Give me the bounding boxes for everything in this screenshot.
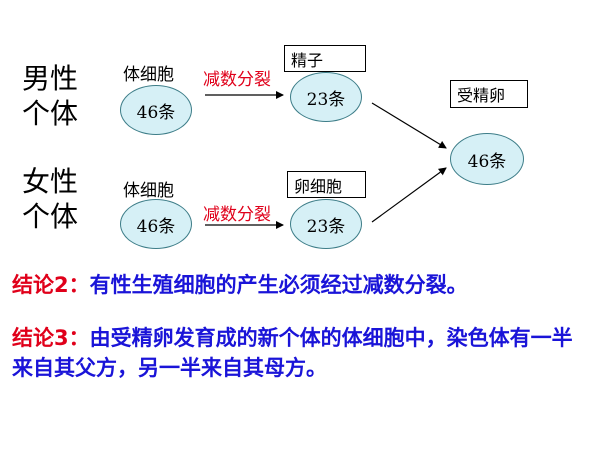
female-somatic-count: 46条 xyxy=(136,216,176,237)
conclusion-2: 结论2：有性生殖细胞的产生必须经过减数分裂。 xyxy=(12,270,592,300)
female-gamete-count: 23条 xyxy=(306,216,346,237)
conclusion-2-tag: 结论2： xyxy=(12,273,90,297)
male-somatic-label: 体细胞 xyxy=(123,65,174,85)
male-somatic-count: 46条 xyxy=(136,102,176,123)
male-gamete-count: 23条 xyxy=(306,89,346,110)
female-group-label-line2: 个体 xyxy=(22,200,79,233)
female-gamete-cell: 23条 xyxy=(290,199,362,249)
conclusion-3: 结论3：由受精卵发育成的新个体的体细胞中，染色体有一半来自其父方，另一半来自其母… xyxy=(12,323,592,383)
male-somatic-cell: 46条 xyxy=(120,85,192,135)
female-process-label: 减数分裂 xyxy=(203,205,271,225)
female-somatic-label: 体细胞 xyxy=(123,181,174,201)
female-gamete-label: 卵细胞 xyxy=(287,171,366,198)
male-gamete-label: 精子 xyxy=(284,45,366,72)
sperm-to-zygote-arrow xyxy=(371,102,447,149)
male-process-label: 减数分裂 xyxy=(203,70,271,90)
female-somatic-cell: 46条 xyxy=(120,199,192,249)
male-group-label-line1: 男性 xyxy=(22,62,79,95)
male-group-label-line2: 个体 xyxy=(22,97,79,130)
conclusion-3-tag: 结论3： xyxy=(12,326,90,350)
conclusion-3-text: 由受精卵发育成的新个体的体细胞中，染色体有一半来自其父方，另一半来自其母方。 xyxy=(12,326,573,380)
zygote-count: 46条 xyxy=(467,151,507,172)
conclusion-2-text: 有性生殖细胞的产生必须经过减数分裂。 xyxy=(89,273,468,297)
zygote-cell: 46条 xyxy=(450,133,524,185)
egg-to-zygote-arrow xyxy=(371,167,447,223)
female-group-label-line1: 女性 xyxy=(22,165,79,198)
zygote-label: 受精卵 xyxy=(450,80,528,108)
male-gamete-cell: 23条 xyxy=(290,72,362,122)
